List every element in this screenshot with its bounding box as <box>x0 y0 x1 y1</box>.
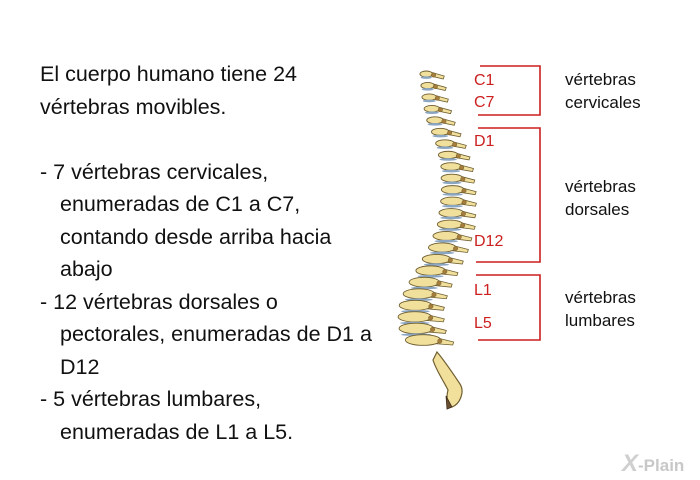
vertebra <box>419 70 445 80</box>
label-l5: L5 <box>474 315 492 332</box>
vertebra <box>415 265 459 278</box>
bullet-lumbar: - 5 vértebras lumbares, enumeradas de L1… <box>40 387 294 444</box>
vertebra <box>426 116 456 126</box>
vertebra <box>440 173 476 185</box>
description-text: El cuerpo humano tiene 24 vértebras movi… <box>40 58 385 448</box>
vertebrae-group <box>397 70 477 346</box>
vertebra <box>404 334 455 346</box>
vertebra <box>440 196 477 208</box>
group-dorsal-line1: vértebras <box>565 177 636 196</box>
vertebra <box>435 139 467 150</box>
xplain-logo: X-Plain <box>622 450 684 478</box>
xplain-logo-mark: X <box>622 450 639 477</box>
label-c7: C7 <box>474 94 495 111</box>
vertebra <box>398 322 447 337</box>
group-cervical-line1: vértebras <box>565 70 636 89</box>
group-lumbar-line2: lumbares <box>565 311 635 330</box>
cervical-bracket <box>478 65 541 116</box>
vertebra <box>398 299 445 313</box>
vertebra <box>421 93 449 103</box>
vertebra <box>432 231 473 243</box>
vertebra <box>397 311 445 325</box>
intro-text: El cuerpo humano tiene 24 vértebras movi… <box>40 62 297 119</box>
label-l1: L1 <box>474 282 492 299</box>
group-dorsal: vértebras dorsales <box>565 175 636 221</box>
label-c1: C1 <box>474 72 495 89</box>
group-lumbar: vértebras lumbares <box>565 286 636 332</box>
vertebra <box>440 185 477 196</box>
xplain-logo-text: -Plain <box>638 456 685 475</box>
group-dorsal-line2: dorsales <box>565 200 630 219</box>
vertebra <box>420 82 447 92</box>
bullet-dorsal: - 12 vértebras dorsales o pectorales, en… <box>40 289 372 379</box>
coccyx-tip <box>445 395 453 410</box>
vertebra <box>437 150 471 161</box>
vertebra <box>428 242 469 255</box>
label-d12: D12 <box>474 233 504 250</box>
vertebra <box>440 162 475 173</box>
vertebra <box>431 127 462 138</box>
group-lumbar-line1: vértebras <box>565 288 636 307</box>
bullet-cervical: - 7 vértebras cervicales, enumeradas de … <box>40 159 332 282</box>
spine-illustration <box>397 65 541 410</box>
dorsal-bracket <box>476 127 541 263</box>
group-cervical: vértebras cervicales <box>565 68 641 114</box>
vertebra <box>408 276 453 290</box>
vertebra <box>438 208 477 220</box>
vertebra <box>423 104 453 115</box>
group-cervical-line2: cervicales <box>565 93 641 112</box>
lumbar-bracket <box>476 274 541 341</box>
vertebra <box>421 253 464 266</box>
label-d1: D1 <box>474 133 495 150</box>
vertebra <box>436 219 476 231</box>
vertebra <box>402 288 448 301</box>
